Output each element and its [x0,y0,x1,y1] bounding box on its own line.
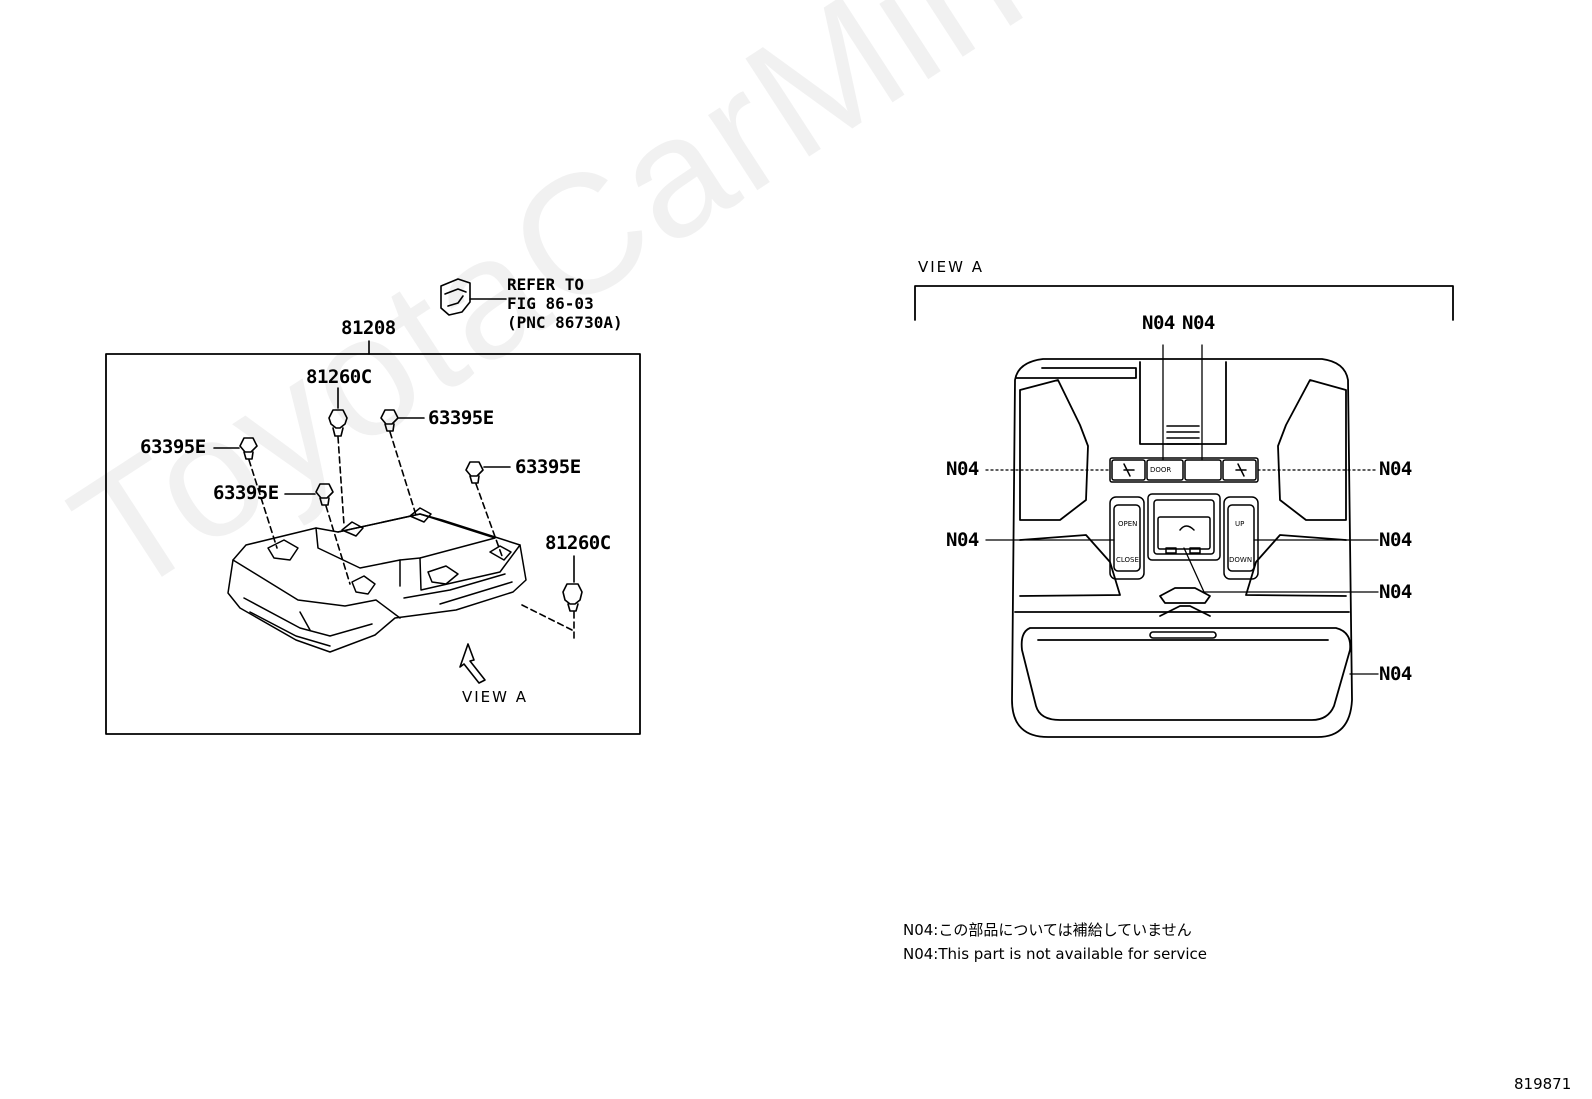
part-label-63395E-left: 63395E [140,436,206,458]
view-a-label: VIEW A [462,688,529,706]
view-bracket [914,285,1454,321]
clip-63395E-mid [284,483,351,585]
assembly-frame [105,353,641,735]
assembly-label: 81208 [341,317,396,339]
callout-n04-left-2: N04 [946,529,979,551]
callout-n04-right-1: N04 [1379,458,1412,480]
clip-81260C-right [521,555,583,641]
view-a-arrow [459,643,486,684]
switch-label-down: DOWN [1229,556,1253,564]
part-label-63395E-top: 63395E [428,407,494,429]
switch-row [1109,457,1259,483]
part-label-63395E-mid: 63395E [213,482,279,504]
switch-label-close: CLOSE [1116,556,1139,564]
sos-module [1147,493,1221,561]
refer-bracket-part [440,278,507,316]
view-a-title: VIEW A [918,258,985,276]
clip-63395E-right [465,461,511,557]
part-label-63395E-right: 63395E [515,456,581,478]
note-english: N04:This part is not available for servi… [903,945,1207,963]
rocker-switches [1109,496,1259,580]
console-housing [227,507,527,653]
console-front [1011,358,1353,738]
figure-number: 819871 [1514,1075,1572,1093]
grille-slots [1149,425,1217,639]
clip-63395E-top [380,409,425,516]
callout-n04-right-4: N04 [1379,663,1412,685]
callout-n04-top-right: N04 [1182,312,1215,334]
callout-n04-left-1: N04 [946,458,979,480]
note-japanese: N04:この部品については補給していません [903,921,1192,939]
callout-n04-top-left: N04 [1142,312,1175,334]
part-label-81260C-top: 81260C [306,366,372,388]
clip-81260C-top [328,387,348,526]
part-label-81260C-right: 81260C [545,532,611,554]
switch-label-door: DOOR [1150,466,1172,474]
clip-63395E-left [213,437,278,549]
callout-n04-right-2: N04 [1379,529,1412,551]
leader-lines [985,344,1379,675]
refer-to-text: REFER TO FIG 86-03 (PNC 86730A) [507,275,623,332]
switch-label-up: UP [1235,520,1245,528]
switch-label-open: OPEN [1118,520,1138,528]
callout-n04-right-3: N04 [1379,581,1412,603]
